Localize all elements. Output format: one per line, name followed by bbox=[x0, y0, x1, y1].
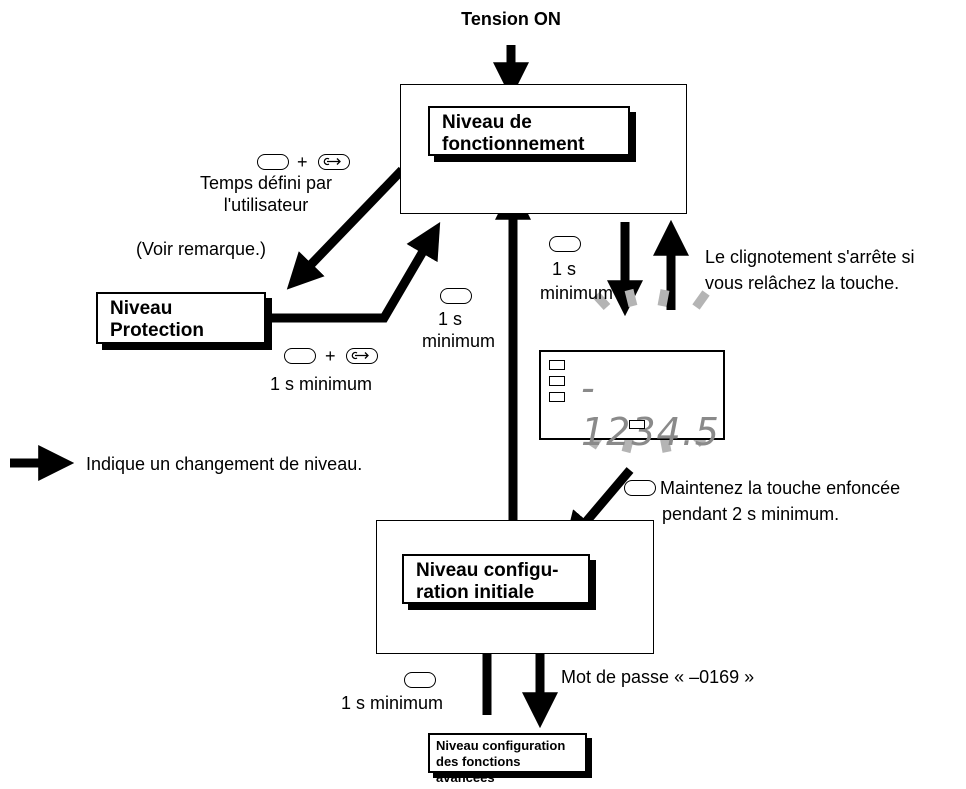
minimum-label: minimum bbox=[540, 283, 614, 303]
initial-level-box: Niveau configu- ration initiale bbox=[402, 554, 590, 604]
indicator-icon bbox=[549, 376, 565, 386]
controller-display: - 1234.5 bbox=[539, 350, 725, 454]
advanced-level-line1: Niveau configuration bbox=[436, 738, 566, 753]
legend-text: Indique un changement de niveau. bbox=[86, 454, 363, 474]
hold-note-2: pendant 2 s minimum. bbox=[662, 504, 840, 524]
protection-level-box: Niveau Protection bbox=[96, 292, 266, 344]
mode-key-icon bbox=[346, 348, 378, 364]
mode-key-icon bbox=[318, 154, 350, 170]
level-key-icon bbox=[257, 154, 289, 170]
advanced-level-line2: des fonctions avancées bbox=[436, 754, 521, 785]
plus-label: + bbox=[297, 152, 308, 172]
power-on-title: Tension ON bbox=[461, 9, 561, 29]
minimum-label: minimum bbox=[422, 331, 496, 351]
level-key-icon bbox=[549, 236, 581, 252]
blink-note-2: vous relâchez la touche. bbox=[705, 273, 900, 293]
protection-level-line1: Niveau bbox=[110, 298, 173, 319]
password-label: Mot de passe « –0169 » bbox=[561, 667, 755, 687]
operation-level-line2: fonctionnement bbox=[442, 134, 585, 155]
level-key-icon bbox=[440, 288, 472, 304]
operation-level-line1: Niveau de bbox=[442, 112, 532, 133]
indicator-icon bbox=[549, 360, 565, 370]
initial-level-line2: ration initiale bbox=[416, 582, 535, 603]
operation-level-box: Niveau de fonctionnement bbox=[428, 106, 630, 156]
indicator-icon bbox=[549, 392, 565, 402]
to-protection-arrow bbox=[286, 166, 406, 290]
display-value: - 1234.5 bbox=[581, 366, 720, 454]
display-key-icon bbox=[629, 420, 645, 429]
level-key-icon bbox=[284, 348, 316, 364]
blink-note-1: Le clignotement s'arrête si bbox=[705, 247, 915, 267]
protection-to-operation-time: 1 s minimum bbox=[270, 374, 373, 394]
level-key-icon bbox=[404, 672, 436, 688]
one-second-label: 1 s bbox=[438, 309, 463, 329]
initial-level-line1: Niveau configu- bbox=[416, 560, 559, 581]
from-protection-arrow bbox=[270, 222, 441, 323]
advanced-level-box: Niveau configuration des fonctions avanc… bbox=[428, 733, 587, 785]
see-note-label: (Voir remarque.) bbox=[136, 239, 267, 259]
hold-note-1: Maintenez la touche enfoncée bbox=[660, 478, 901, 498]
user-time-label-1: Temps défini par bbox=[199, 173, 333, 193]
one-second-label: 1 s bbox=[552, 259, 577, 279]
level-key-icon bbox=[624, 480, 656, 496]
protection-level-line2: Protection bbox=[110, 320, 204, 341]
plus-label: + bbox=[325, 346, 336, 366]
advanced-to-initial-time: 1 s minimum bbox=[341, 693, 444, 713]
user-time-label-2: l'utilisateur bbox=[223, 195, 309, 215]
